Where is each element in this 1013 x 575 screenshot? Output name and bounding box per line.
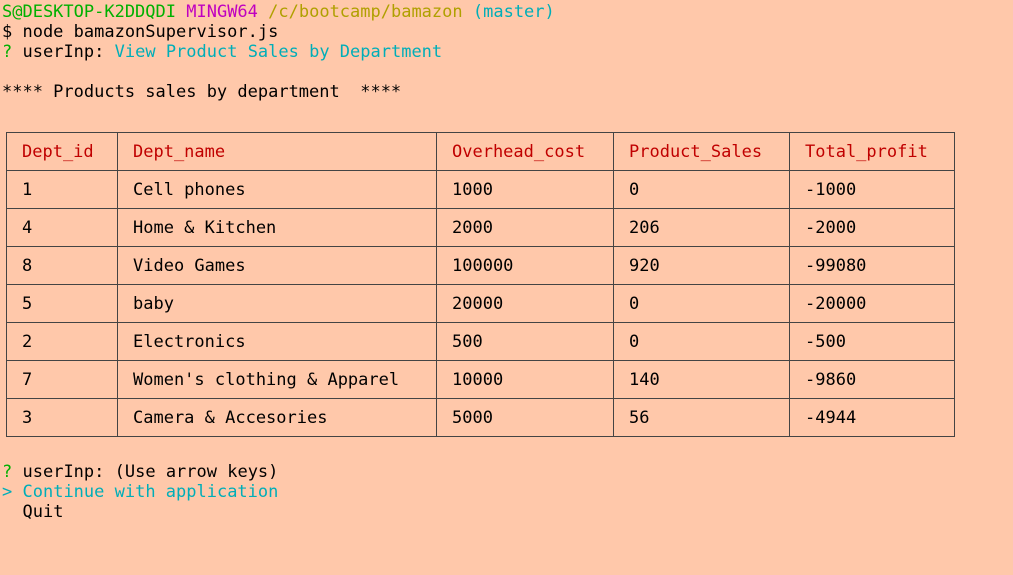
table-cell: baby [117, 284, 437, 323]
table-row: 2 Electronics 500 0 -500 [6, 322, 955, 361]
table-cell: 5000 [436, 398, 614, 437]
table-cell: 140 [613, 360, 790, 399]
table-cell: -9860 [789, 360, 955, 399]
table-cell: 0 [613, 322, 790, 361]
question-label-1: userInp: [22, 42, 105, 62]
table-cell: Cell phones [117, 170, 437, 209]
table-cell: Home & Kitchen [117, 208, 437, 247]
menu-option-label: Continue with application [22, 482, 279, 502]
table-cell: Video Games [117, 246, 437, 285]
table-cell: 0 [613, 170, 790, 209]
prompt-user-host: S@DESKTOP-K2DDQDI [2, 2, 176, 22]
table-cell: 20000 [436, 284, 614, 323]
table-row: 7 Women's clothing & Apparel 10000 140 -… [6, 360, 955, 399]
shell-prompt: S@DESKTOP-K2DDQDI MINGW64 /c/bootcamp/ba… [2, 2, 555, 22]
menu-option-continue[interactable]: > Continue with application [2, 482, 278, 502]
table-cell: 1000 [436, 170, 614, 209]
table-row: 3 Camera & Accesories 5000 56 -4944 [6, 398, 955, 437]
question-line-1: ? userInp: View Product Sales by Departm… [2, 42, 442, 62]
table-cell: 206 [613, 208, 790, 247]
table-cell: 7 [6, 360, 118, 399]
table-cell: 5 [6, 284, 118, 323]
prompt-system: MINGW64 [186, 2, 258, 22]
table-cell: -4944 [789, 398, 955, 437]
table-cell: 56 [613, 398, 790, 437]
column-header: Dept_name [117, 132, 437, 171]
question-mark-1: ? [2, 42, 13, 62]
table-cell: -20000 [789, 284, 955, 323]
table-cell: 1 [6, 170, 118, 209]
table-row: 4 Home & Kitchen 2000 206 -2000 [6, 208, 955, 247]
menu-option-label: Quit [22, 502, 64, 522]
table-cell: Electronics [117, 322, 437, 361]
prompt-path: /c/bootcamp/bamazon [268, 2, 463, 22]
column-header: Overhead_cost [436, 132, 614, 171]
table-row: 5 baby 20000 0 -20000 [6, 284, 955, 323]
table-header-row: Dept_id Dept_name Overhead_cost Product_… [6, 132, 955, 171]
question-line-2: ? userInp: (Use arrow keys) [2, 462, 278, 482]
table-row: 1 Cell phones 1000 0 -1000 [6, 170, 955, 209]
table-cell: Women's clothing & Apparel [117, 360, 437, 399]
table-cell: -500 [789, 322, 955, 361]
menu-pointer: > [2, 482, 13, 502]
table-cell: 4 [6, 208, 118, 247]
question-hint: (Use arrow keys) [114, 462, 279, 482]
report-heading: **** Products sales by department **** [2, 82, 402, 102]
table-cell: -2000 [789, 208, 955, 247]
question-label-2: userInp: [22, 462, 105, 482]
column-header: Product_Sales [613, 132, 790, 171]
command-line: $ node bamazonSupervisor.js [2, 22, 279, 42]
table-cell: 100000 [436, 246, 614, 285]
question-answer-1: View Product Sales by Department [114, 42, 443, 62]
table-cell: 500 [436, 322, 614, 361]
question-mark-2: ? [2, 462, 13, 482]
column-header: Total_profit [789, 132, 955, 171]
prompt-branch: (master) [472, 2, 555, 22]
menu-option-quit[interactable]: Quit [2, 502, 63, 522]
table-cell: 10000 [436, 360, 614, 399]
table-cell: 2 [6, 322, 118, 361]
table-cell: -99080 [789, 246, 955, 285]
table-cell: -1000 [789, 170, 955, 209]
table-cell: 920 [613, 246, 790, 285]
table-cell: 8 [6, 246, 118, 285]
table-cell: 0 [613, 284, 790, 323]
table-cell: Camera & Accesories [117, 398, 437, 437]
sales-table: Dept_id Dept_name Overhead_cost Product_… [6, 132, 955, 437]
table-cell: 3 [6, 398, 118, 437]
column-header: Dept_id [6, 132, 118, 171]
table-cell: 2000 [436, 208, 614, 247]
table-row: 8 Video Games 100000 920 -99080 [6, 246, 955, 285]
